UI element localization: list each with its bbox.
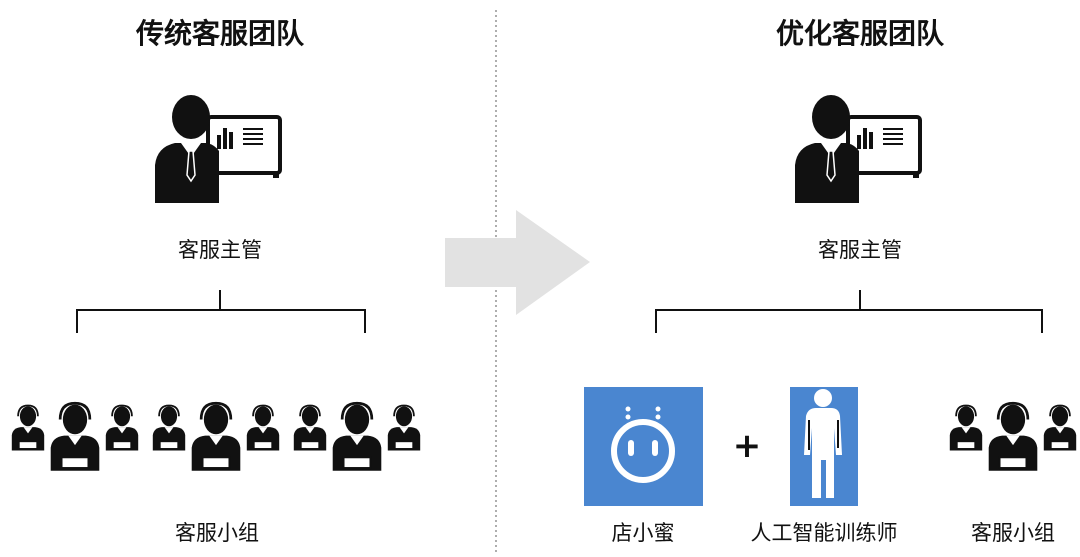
right-tree-lines	[655, 290, 1043, 333]
trainer-icon	[790, 387, 858, 506]
right-manager-label: 客服主管	[818, 238, 902, 262]
left-manager-icon	[153, 95, 282, 205]
left-tree-lines	[76, 290, 366, 333]
left-team-icon-3	[294, 403, 420, 471]
transition-arrow	[445, 210, 590, 315]
right-manager-icon	[793, 95, 922, 205]
left-team-icon-2	[153, 403, 279, 471]
left-team-icon-1	[12, 403, 138, 471]
left-team-label: 客服小组	[175, 521, 259, 545]
right-team-icon	[950, 403, 1076, 471]
bot-label: 店小蜜	[611, 521, 675, 545]
left-manager-label: 客服主管	[178, 238, 262, 262]
right-team-label: 客服小组	[971, 521, 1055, 545]
right-title: 优化客服团队	[775, 17, 945, 50]
trainer-label: 人工智能训练师	[750, 521, 898, 545]
left-title: 传统客服团队	[135, 17, 305, 50]
plus-sign: +	[732, 426, 762, 466]
bot-icon	[584, 387, 703, 506]
